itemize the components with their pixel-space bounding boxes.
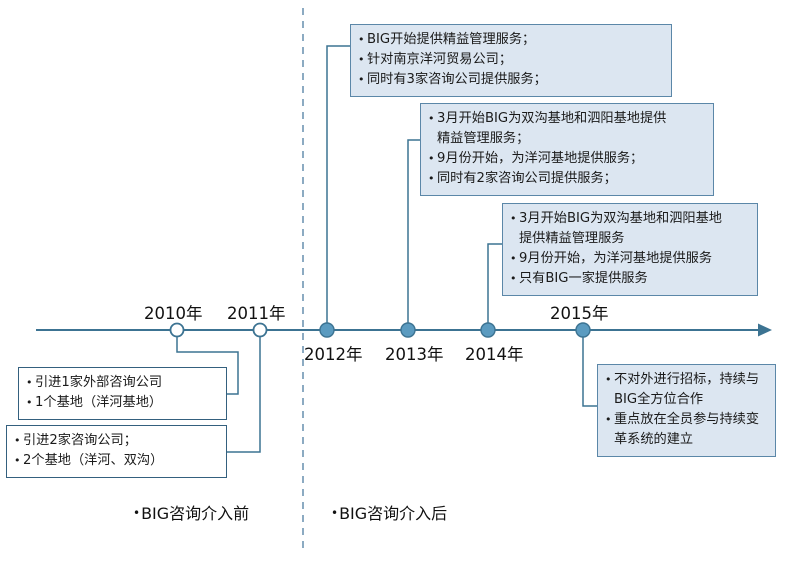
marker-2013 [400, 322, 416, 338]
callout-2011-item-2: 2个基地（洋河、双沟） [14, 451, 219, 471]
callout-2013-item-2: 9月份开始，为洋河基地提供服务； [428, 149, 706, 169]
year-label-2012: 2012年 [304, 345, 363, 364]
callout-2015: 不对外进行招标，持续与 BIG全方位合作 重点放在全员参与持续变 革系统的建立 [597, 364, 776, 457]
callout-2010-item-1: 引进1家外部咨询公司 [26, 373, 219, 393]
marker-2012 [319, 322, 335, 338]
connector-2014 [487, 243, 502, 330]
callout-2010-list: 引进1家外部咨询公司 1个基地（洋河基地） [26, 373, 219, 413]
callout-2014-item-2: 9月份开始，为洋河基地提供服务 [510, 249, 750, 269]
callout-2014-list: 3月开始BIG为双沟基地和泗阳基地 提供精益管理服务 9月份开始，为洋河基地提供… [510, 209, 750, 289]
timeline-arrow [758, 323, 772, 337]
callout-2012-item-3: 同时有3家咨询公司提供服务； [358, 70, 664, 90]
marker-2015 [575, 322, 591, 338]
callout-2012-item-2: 针对南京洋河贸易公司； [358, 50, 664, 70]
callout-2011-item-1: 引进2家咨询公司； [14, 431, 219, 451]
connector-2012 [326, 45, 350, 330]
callout-2015-item-2: 重点放在全员参与持续变 革系统的建立 [605, 410, 768, 450]
year-label-2014: 2014年 [465, 345, 524, 364]
callout-2013-list: 3月开始BIG为双沟基地和泗阳基地提供 精益管理服务； 9月份开始，为洋河基地提… [428, 109, 706, 189]
year-label-2011: 2011年 [227, 304, 286, 323]
callout-2014-item-3: 只有BIG一家提供服务 [510, 269, 750, 289]
footer-label-after: BIG咨询介入后 [331, 500, 447, 524]
callout-2010-item-2: 1个基地（洋河基地） [26, 393, 219, 413]
callout-2011: 引进2家咨询公司； 2个基地（洋河、双沟） [6, 425, 227, 478]
callout-2010: 引进1家外部咨询公司 1个基地（洋河基地） [18, 367, 227, 420]
marker-2011 [252, 322, 268, 338]
connector-2011 [227, 330, 261, 453]
callout-2013-item-3: 同时有2家咨询公司提供服务； [428, 169, 706, 189]
marker-2014 [480, 322, 496, 338]
connector-2015 [582, 330, 597, 407]
footer-label-before: BIG咨询介入前 [133, 500, 249, 524]
callout-2012-list: BIG开始提供精益管理服务； 针对南京洋河贸易公司； 同时有3家咨询公司提供服务… [358, 30, 664, 90]
marker-2010 [169, 322, 185, 338]
callout-2011-list: 引进2家咨询公司； 2个基地（洋河、双沟） [14, 431, 219, 471]
callout-2012-item-1: BIG开始提供精益管理服务； [358, 30, 664, 50]
callout-2014: 3月开始BIG为双沟基地和泗阳基地 提供精益管理服务 9月份开始，为洋河基地提供… [502, 203, 758, 296]
year-label-2010: 2010年 [144, 304, 203, 323]
callout-2014-item-1: 3月开始BIG为双沟基地和泗阳基地 提供精益管理服务 [510, 209, 750, 249]
callout-2013: 3月开始BIG为双沟基地和泗阳基地提供 精益管理服务； 9月份开始，为洋河基地提… [420, 103, 714, 196]
callout-2015-item-1: 不对外进行招标，持续与 BIG全方位合作 [605, 370, 768, 410]
connector-2013 [407, 139, 420, 330]
callout-2012: BIG开始提供精益管理服务； 针对南京洋河贸易公司； 同时有3家咨询公司提供服务… [350, 24, 672, 97]
year-label-2015: 2015年 [550, 304, 609, 323]
year-label-2013: 2013年 [385, 345, 444, 364]
callout-2015-list: 不对外进行招标，持续与 BIG全方位合作 重点放在全员参与持续变 革系统的建立 [605, 370, 768, 450]
callout-2013-item-1: 3月开始BIG为双沟基地和泗阳基地提供 精益管理服务； [428, 109, 706, 149]
